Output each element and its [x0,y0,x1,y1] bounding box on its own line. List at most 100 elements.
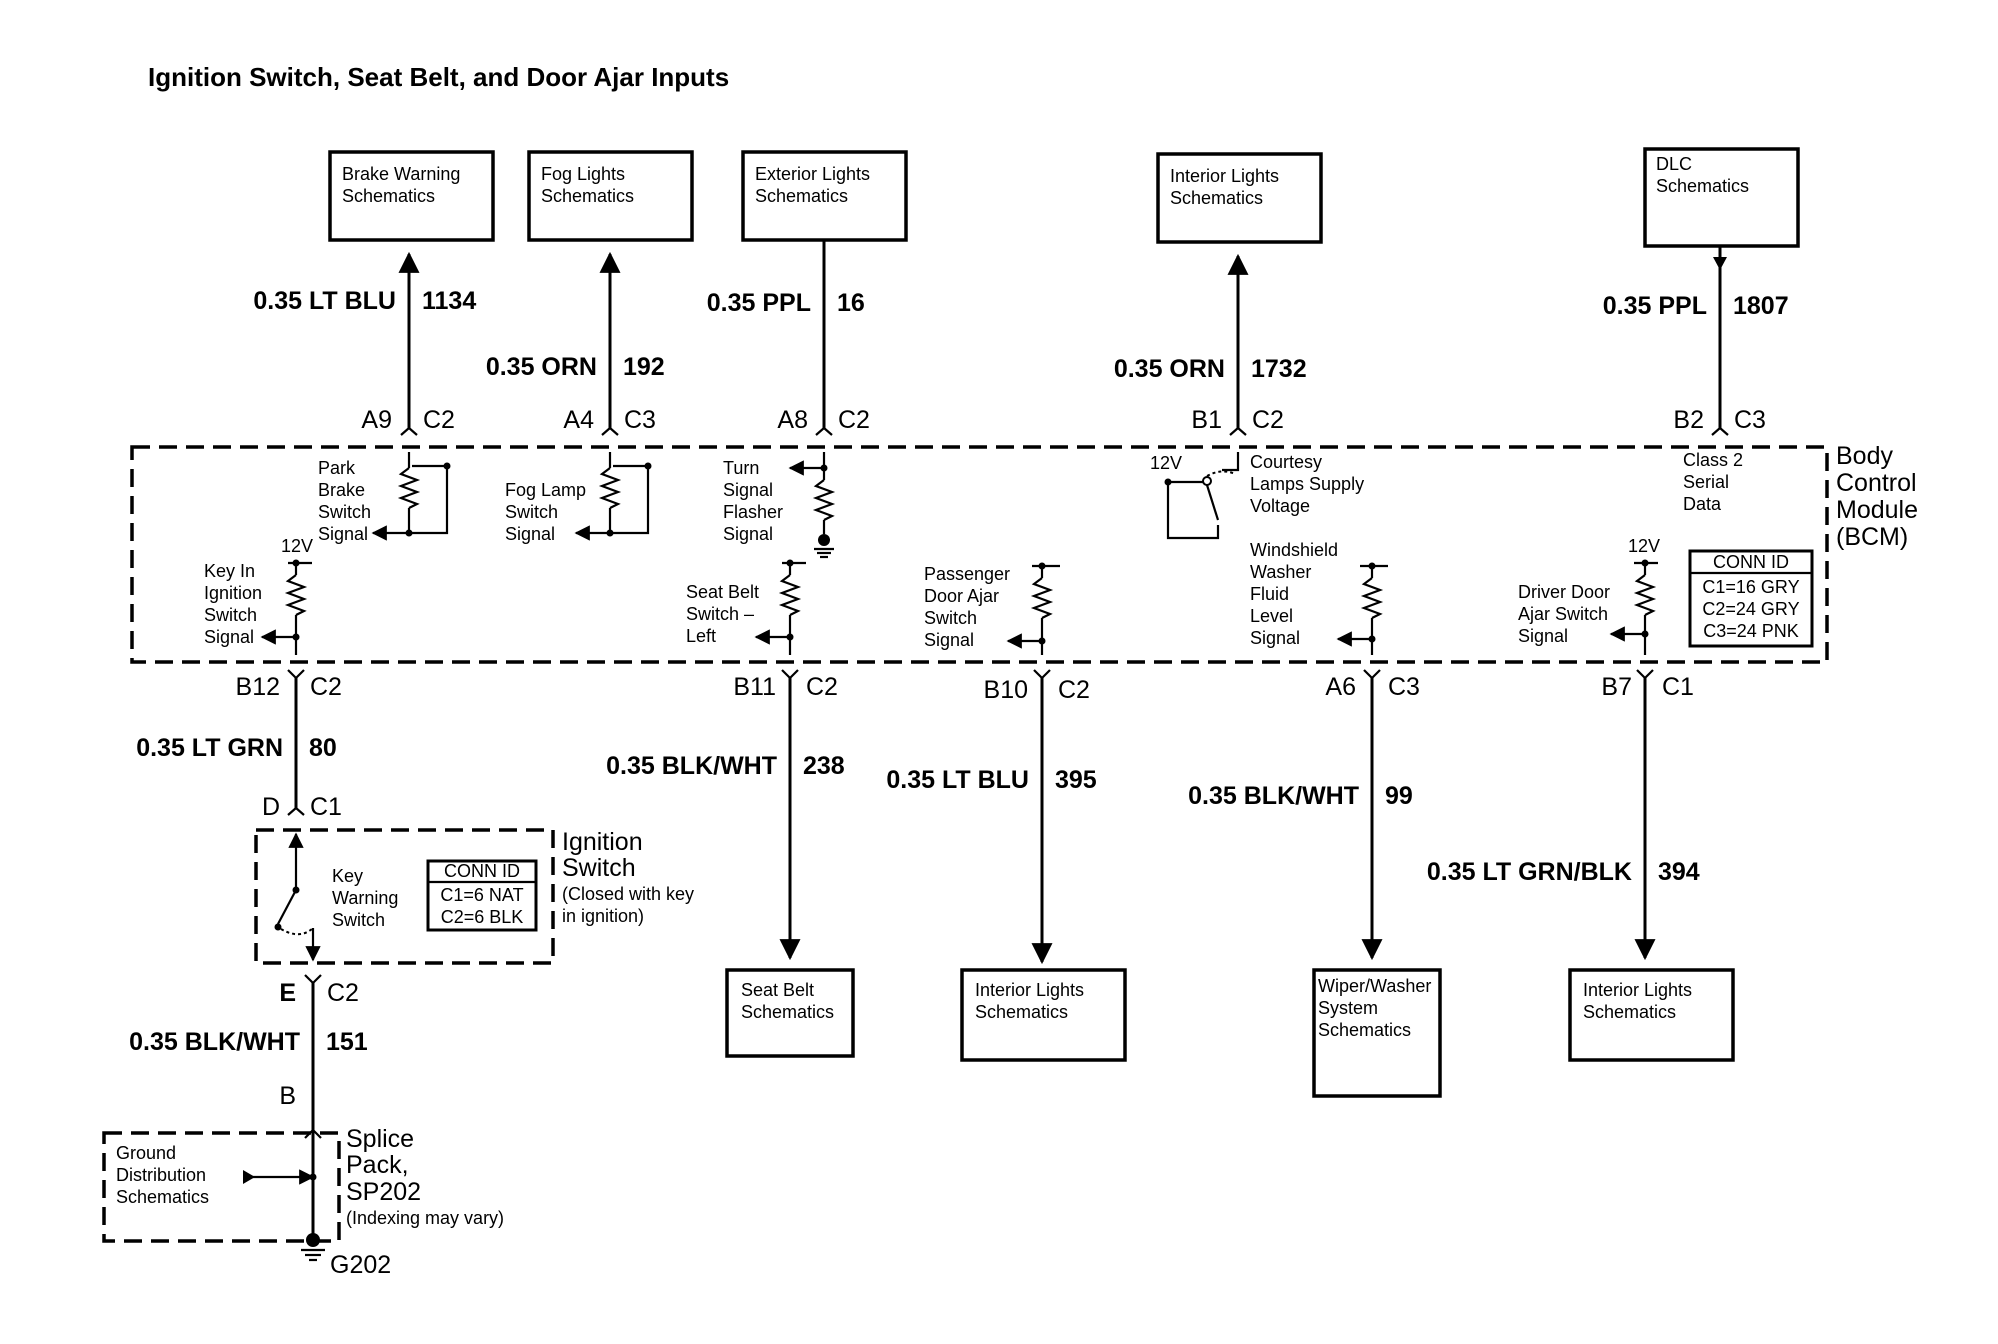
svg-text:B10: B10 [984,676,1028,704]
svg-text:E: E [279,979,296,1007]
fog-lights-box: Fog Lights Schematics [527,150,694,242]
svg-text:Signal: Signal [723,480,773,500]
svg-text:Interior Lights: Interior Lights [1583,980,1692,1000]
bcm-label: Body Control Module (BCM) [1836,442,1918,551]
svg-text:192: 192 [623,353,665,381]
ignition-conn-id: CONN ID C1=6 NAT C2=6 BLK [426,859,538,932]
svg-text:Data: Data [1683,494,1722,514]
svg-text:99: 99 [1385,782,1413,810]
svg-text:C2: C2 [1252,406,1284,434]
svg-text:B1: B1 [1191,406,1222,434]
courtesy-lamps-circuit: 12V Courtesy Lamps Supply Voltage [1150,452,1364,540]
wire-80: B12 C2 0.35 LT GRN 80 [136,669,342,816]
svg-text:B12: B12 [236,673,280,701]
svg-text:SP202: SP202 [346,1178,421,1206]
park-brake-circuit: Park Brake Switch Signal [318,452,451,544]
svg-text:Pack,: Pack, [346,1151,409,1179]
svg-text:Schematics: Schematics [342,186,435,206]
svg-text:G202: G202 [330,1251,391,1279]
svg-text:C2=6 BLK: C2=6 BLK [441,907,524,927]
brake-warning-box: Brake Warning Schematics [328,150,495,242]
svg-text:Exterior Lights: Exterior Lights [755,164,870,184]
svg-text:238: 238 [803,752,845,780]
wire-16: 0.35 PPL 16 A8 C2 [707,240,870,436]
svg-text:B: B [279,1082,296,1110]
svg-text:Interior Lights: Interior Lights [1170,166,1279,186]
class2-label: Class 2 Serial Data [1683,450,1743,514]
svg-text:Washer: Washer [1250,562,1311,582]
svg-text:1732: 1732 [1251,355,1307,383]
wire-395: B10 C2 0.35 LT BLU 395 [886,669,1097,965]
svg-text:Ignition: Ignition [562,828,643,856]
svg-text:C2: C2 [1058,676,1090,704]
interior-lights-box-2: Interior Lights Schematics [1568,968,1735,1062]
svg-text:C1: C1 [1662,673,1694,701]
svg-text:394: 394 [1658,858,1700,886]
svg-text:Left: Left [686,626,716,646]
svg-text:Schematics: Schematics [741,1002,834,1022]
svg-text:1134: 1134 [422,287,476,315]
svg-text:Switch: Switch [332,910,385,930]
svg-text:Park: Park [318,458,356,478]
svg-text:Flasher: Flasher [723,502,783,522]
splice-pack-label: Splice Pack, SP202 (Indexing may vary) [346,1125,504,1228]
svg-text:Schematics: Schematics [116,1187,209,1207]
svg-text:Wiper/Washer: Wiper/Washer [1318,976,1431,996]
svg-text:Fog Lights: Fog Lights [541,164,625,184]
ignition-switch-label: Ignition Switch (Closed with key in igni… [562,828,694,926]
svg-text:A6: A6 [1325,673,1356,701]
wiper-washer-box: Wiper/Washer System Schematics [1312,968,1442,1098]
svg-text:B11: B11 [733,673,776,701]
svg-text:CONN ID: CONN ID [1713,552,1789,572]
svg-text:12V: 12V [281,536,313,556]
bcm-conn-id: CONN ID C1=16 GRY C2=24 GRY C3=24 PNK [1688,549,1814,648]
splice-pack-outline [102,1131,341,1243]
svg-text:12V: 12V [1628,536,1660,556]
ignition-switch-outline [254,828,555,965]
svg-text:C3: C3 [624,406,656,434]
svg-text:C1=6 NAT: C1=6 NAT [440,885,523,905]
svg-text:C2: C2 [838,406,870,434]
svg-text:Switch: Switch [505,502,558,522]
svg-text:B7: B7 [1601,673,1632,701]
svg-text:Warning: Warning [332,888,398,908]
turn-signal-circuit: Turn Signal Flasher Signal [723,452,836,559]
svg-text:0.35 BLK/WHT: 0.35 BLK/WHT [1188,782,1359,810]
svg-text:395: 395 [1055,766,1097,794]
svg-text:Fluid: Fluid [1250,584,1289,604]
svg-text:Signal: Signal [204,627,254,647]
key-warning-switch: Key Warning Switch [274,832,398,962]
ground-g202: G202 [301,1233,391,1279]
svg-text:Signal: Signal [1518,626,1568,646]
svg-text:Schematics: Schematics [1170,188,1263,208]
svg-text:0.35 ORN: 0.35 ORN [1114,355,1225,383]
bcm-outline [130,445,1829,664]
wire-151: E C2 0.35 BLK/WHT 151 B [129,974,368,1139]
svg-text:Lamps Supply: Lamps Supply [1250,474,1364,494]
svg-text:Switch: Switch [204,605,257,625]
svg-text:Splice: Splice [346,1125,414,1153]
ground-distribution: Ground Distribution Schematics [116,1138,317,1238]
svg-text:Passenger: Passenger [924,564,1010,584]
svg-text:Driver Door: Driver Door [1518,582,1610,602]
svg-text:DLC: DLC [1656,154,1692,174]
svg-text:Schematics: Schematics [755,186,848,206]
svg-text:Schematics: Schematics [1318,1020,1411,1040]
interior-lights-box-1: Interior Lights Schematics [960,968,1127,1062]
svg-text:Brake: Brake [318,480,365,500]
seat-belt-box: Seat Belt Schematics [725,968,855,1058]
svg-text:(Closed with key: (Closed with key [562,884,694,904]
svg-text:1807: 1807 [1733,292,1789,320]
washer-fluid-circuit: Windshield Washer Fluid Level Signal [1250,540,1388,655]
svg-text:Courtesy: Courtesy [1250,452,1322,472]
svg-text:C2: C2 [327,979,359,1007]
svg-text:Windshield: Windshield [1250,540,1338,560]
svg-text:Seat Belt: Seat Belt [741,980,814,1000]
page-title: Ignition Switch, Seat Belt, and Door Aja… [148,62,729,92]
svg-text:0.35 PPL: 0.35 PPL [707,289,811,317]
svg-text:Signal: Signal [723,524,773,544]
wire-1134: 0.35 LT BLU 1134 A9 C2 [253,251,476,436]
svg-text:System: System [1318,998,1378,1018]
svg-text:(BCM): (BCM) [1836,523,1908,551]
